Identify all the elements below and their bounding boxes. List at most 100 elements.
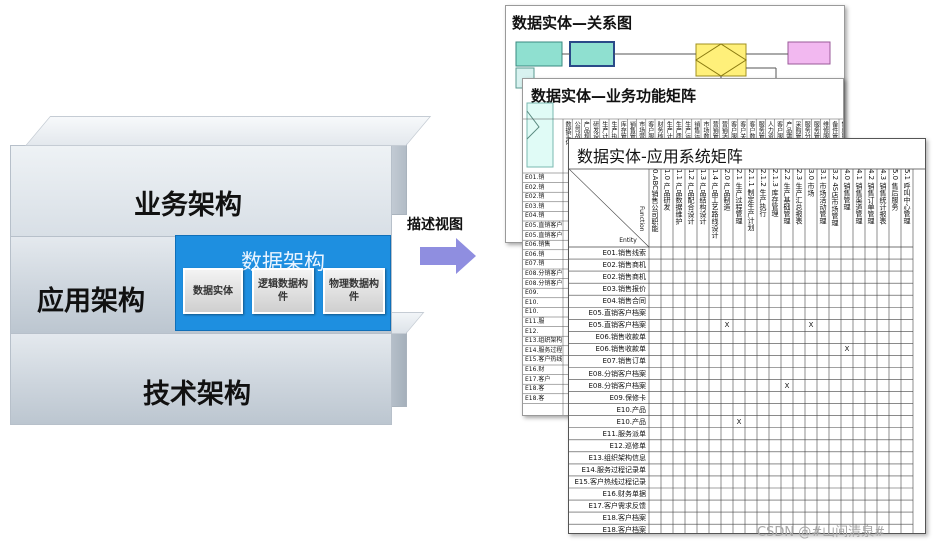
column-header: 生产计划 <box>600 121 608 145</box>
matrix-mark: X <box>724 321 730 330</box>
row-header: E14.服务过程记录单 <box>581 465 646 474</box>
column-header: 3.0 市场 <box>807 169 815 197</box>
column-header: 售后服务 <box>840 121 844 145</box>
column-header: 4.2 销售订单管理 <box>867 169 875 225</box>
row-header: E10.产品 <box>616 405 646 414</box>
row-header: E02.销 <box>525 193 545 201</box>
column-header: 5.0 售后服务 <box>891 169 899 211</box>
grid-line <box>569 168 650 248</box>
column-header: 1.2 产品配合设计 <box>687 169 695 225</box>
row-header: E06.销 <box>525 250 545 258</box>
column-header: 库存管理 <box>619 121 627 145</box>
column-header: 3.1 市场活动管理 <box>819 169 827 225</box>
column-header: 1.4 产品工艺路线设计 <box>711 169 719 239</box>
column-header: 4.3 销售统计报表 <box>879 169 887 225</box>
tech-layer <box>10 333 392 425</box>
column-header: 3.2 4S店市场管理 <box>831 169 839 227</box>
column-header: 市场营销 <box>637 121 645 145</box>
matrix-mark: X <box>736 417 742 426</box>
row-header: E15.客户热线过程记录 <box>574 477 646 486</box>
relation-diagram-graphic <box>515 41 831 91</box>
matrix-mark: X <box>808 321 814 330</box>
row-header: E12.巡修单 <box>609 441 646 450</box>
column-header: 备件管理 <box>830 121 838 145</box>
row-header: E09.保修卡 <box>609 393 646 402</box>
row-header: E03.销 <box>525 202 545 210</box>
column-header: 1.0 产品研发 <box>663 169 671 211</box>
row-header: E18.客 <box>525 385 545 393</box>
column-header: 2.1.2 生产执行 <box>759 169 767 218</box>
row-header: E08.分销客户档案 <box>588 369 646 378</box>
row-header: E15.客户热线 <box>525 356 563 364</box>
row-header: E17.客户需求反馈 <box>588 502 646 511</box>
column-header: 1.1 产品数据维护 <box>675 169 683 225</box>
row-header: E10. <box>525 298 539 306</box>
column-header: 2.2 生产基础管理 <box>783 169 791 225</box>
row-header: E02.销 <box>525 183 545 191</box>
row-header: E16.财 <box>525 366 545 373</box>
column-header: 2.0 产品制造 <box>723 169 731 211</box>
matrix-mark: X <box>784 381 790 390</box>
column-header: 2.1.3 库存管理 <box>771 169 779 218</box>
column-header: 采购管理 <box>794 121 801 145</box>
row-header: E06.销售 <box>525 241 551 249</box>
column-header: 4.1 销售渠道管理 <box>855 169 863 225</box>
row-header: E05.直销客户 <box>525 231 563 239</box>
row-header: E03.销售报价 <box>602 285 646 294</box>
row-header: E05.直销客户档案 <box>588 309 646 318</box>
right-arrow-icon <box>420 238 476 274</box>
row-header: E14.服务过程 <box>525 346 563 354</box>
relation-diagram-title: 数据实体—关系图 <box>512 14 633 32</box>
row-header: E02.销售商机 <box>602 273 646 282</box>
corner-entity-label: Entity <box>619 237 637 244</box>
technology-layer-label: 技术架构 <box>143 379 251 410</box>
column-header: 研发设计 <box>591 121 599 145</box>
column-header: 5.1 呼叫中心管理 <box>903 169 911 225</box>
row-header: E12. <box>525 327 539 335</box>
row-header: E08.分销客户档案 <box>588 381 646 390</box>
data-entity-box: 数据实体 <box>183 268 243 314</box>
row-header: E06.销售收款单 <box>595 333 646 342</box>
arrow-label: 描述视图 <box>407 217 463 233</box>
column-header: 0.ABC销售公司职能 <box>651 169 659 233</box>
row-header: E01.销 <box>525 174 545 181</box>
corner-function-label: Function <box>638 206 645 232</box>
column-header: 客户服务 <box>646 121 654 145</box>
row-header: E01.销售线索 <box>602 249 646 257</box>
column-header: 公司战略 <box>573 121 581 145</box>
column-header: 服务分析 <box>803 121 811 145</box>
row-header: E05.直销客户 <box>525 222 563 229</box>
row-header: E10. <box>525 308 539 316</box>
matrix-mark: X <box>844 345 850 354</box>
row-header: E16.财务单据 <box>602 490 646 498</box>
row-header: E04.销售合同 <box>602 297 646 306</box>
logical-data-component-box: 逻辑数据构件 <box>252 268 314 314</box>
watermark: CSDN @#山间清泉# <box>757 525 885 540</box>
row-header: E05.直销客户档案 <box>588 321 646 330</box>
row-header: E06.销售收款单 <box>595 345 646 354</box>
physical-data-component-box: 物理数据构件 <box>323 268 385 314</box>
business-layer-top <box>25 116 432 146</box>
row-header: E08.分销客户 <box>525 270 563 277</box>
column-header: 2.1.1 制定生产计划 <box>747 169 755 232</box>
row-header: E02.销售商机 <box>602 261 646 270</box>
row-header: E11.服务派单 <box>602 429 646 438</box>
application-layer-label: 应用架构 <box>37 286 145 317</box>
column-header: 数据实体 <box>564 121 571 145</box>
column-header: 销售管理 <box>628 121 636 145</box>
column-header: 2.3 生产汇总报表 <box>795 169 803 225</box>
system-matrix-title: 数据实体-应用系统矩阵 <box>577 147 743 166</box>
column-header: 维修服务 <box>821 121 829 145</box>
row-header: E11.服 <box>525 318 545 325</box>
row-header: E18.客 <box>525 394 545 402</box>
row-header: E07.销售订单 <box>602 357 646 366</box>
row-header: E13.组织架构 <box>525 337 563 345</box>
column-header: 4.0 销售管理 <box>843 169 851 211</box>
row-header: E18.客户档案 <box>602 526 646 534</box>
column-header: 2.1 生产过程管理 <box>735 169 743 225</box>
data-architecture-box: 数据架构 数据实体 逻辑数据构件 物理数据构件 <box>175 235 391 331</box>
row-header: E09. <box>525 289 539 297</box>
row-header: E18.客户档案 <box>602 514 646 523</box>
